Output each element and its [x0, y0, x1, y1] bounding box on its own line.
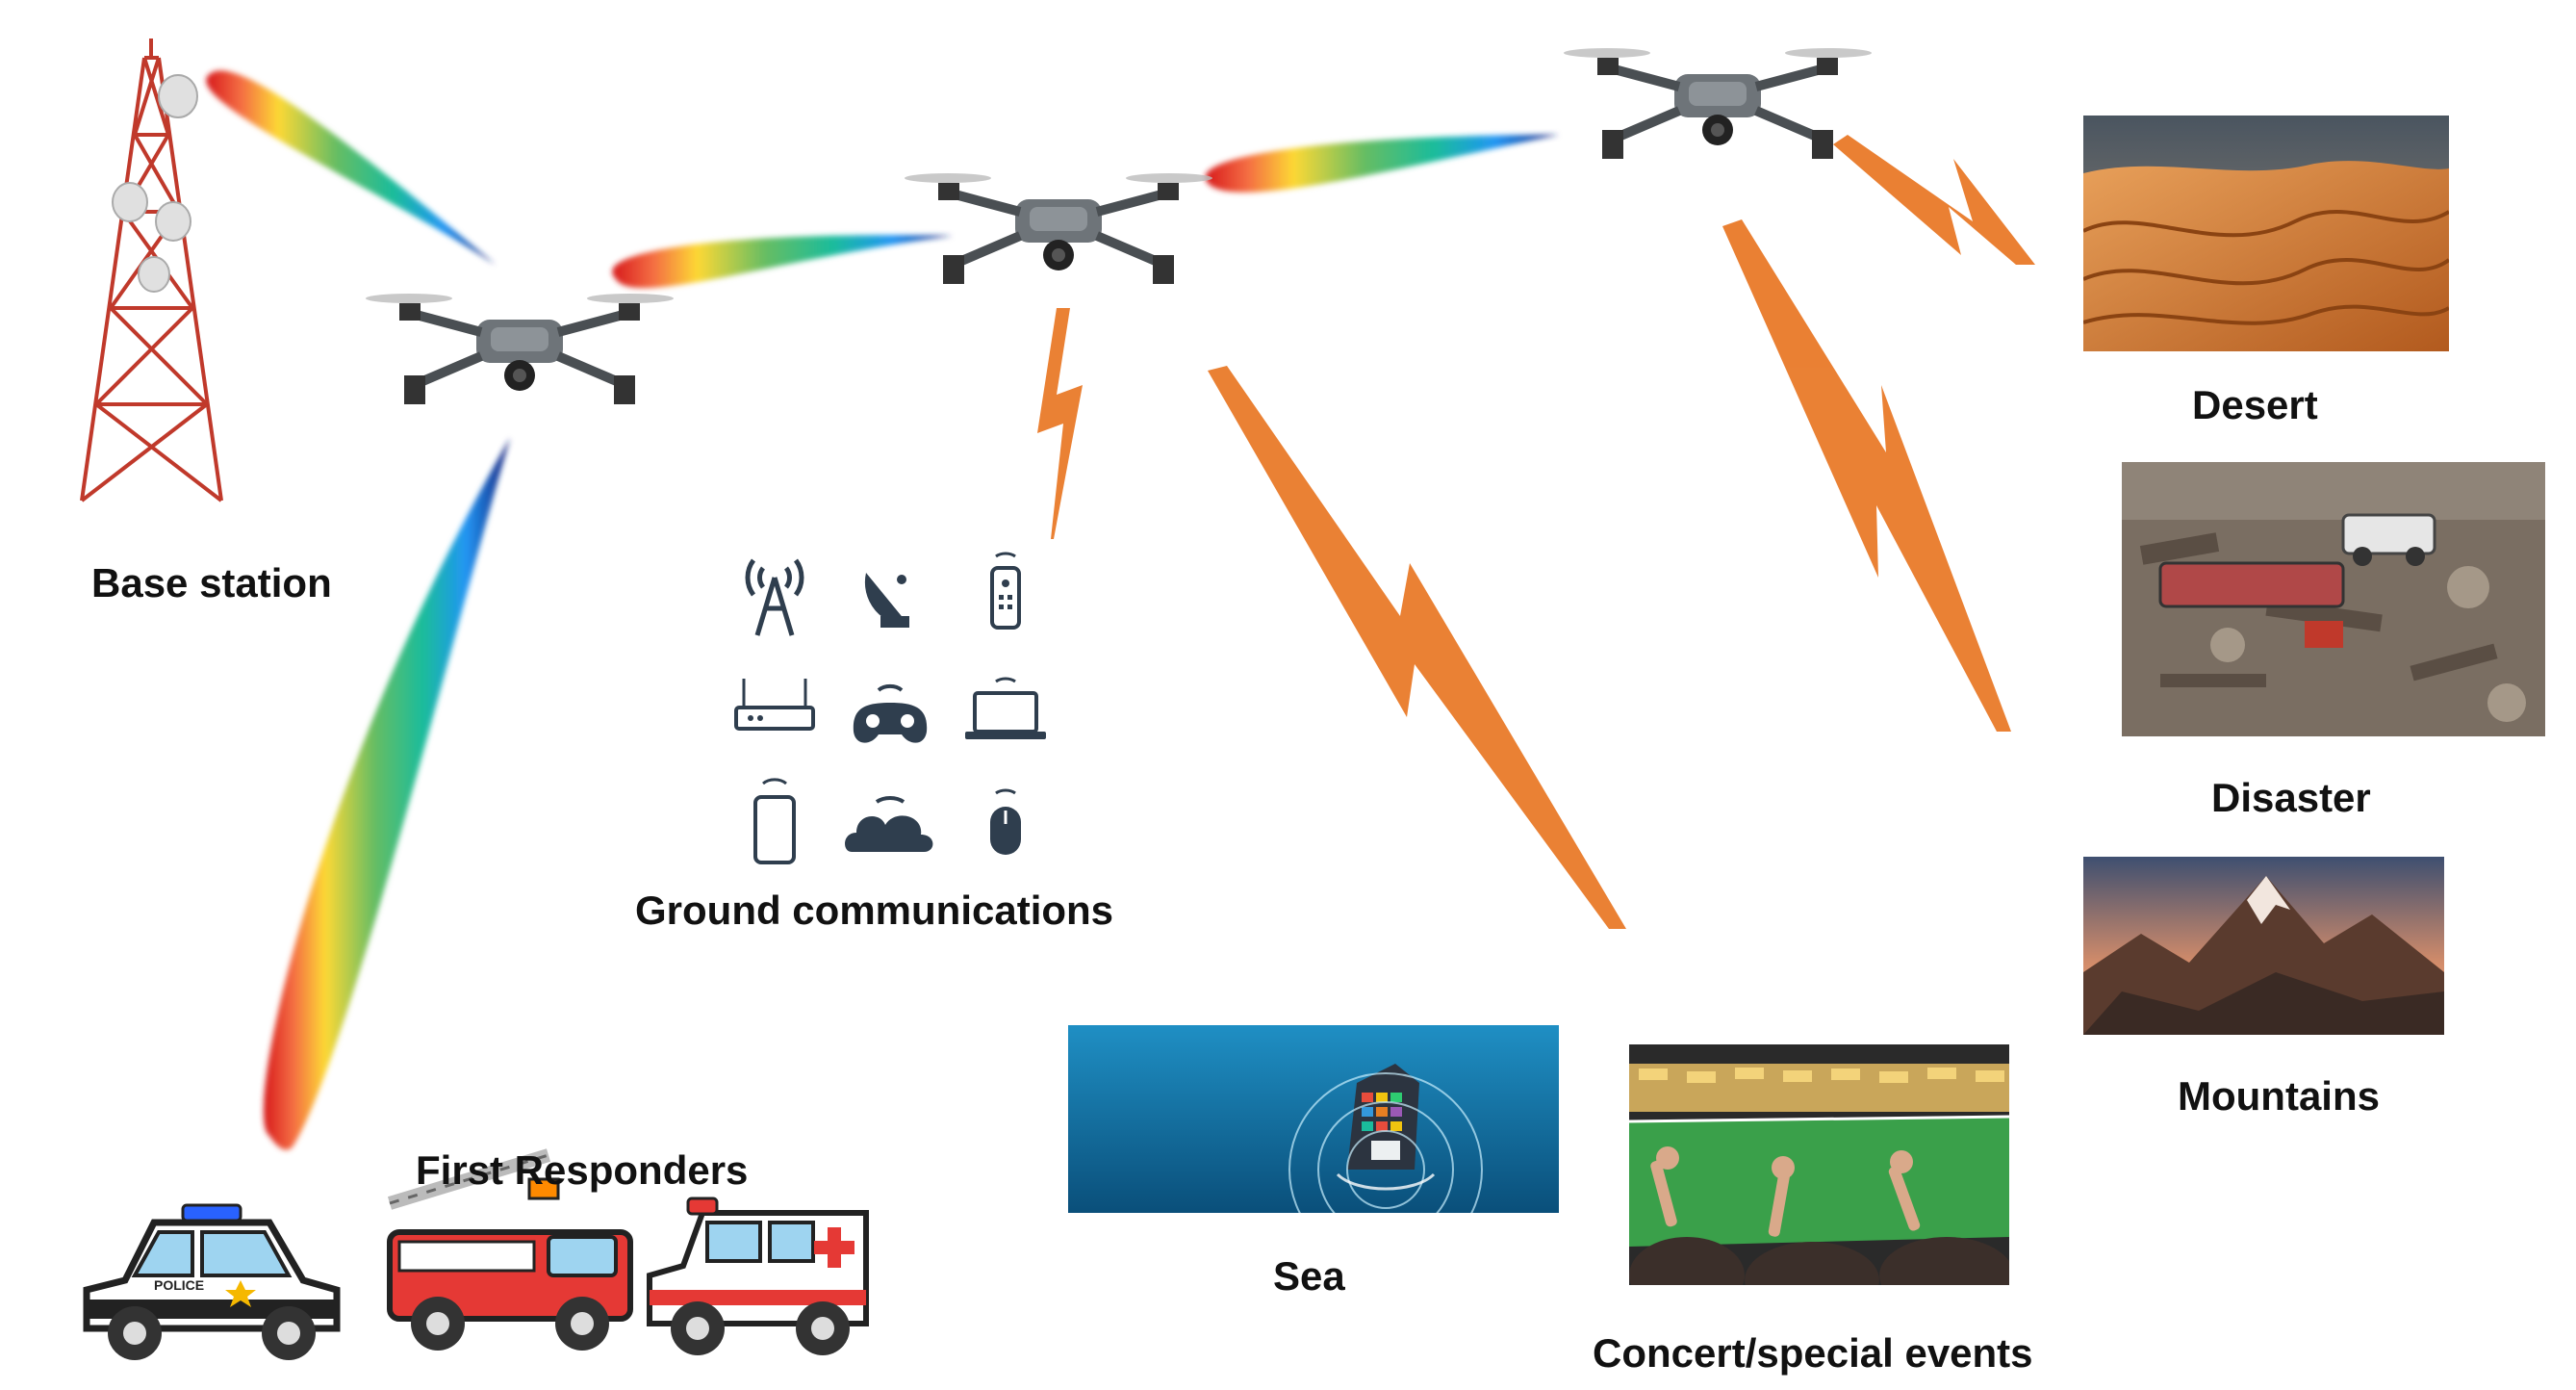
first-responders-label: First Responders [416, 1147, 749, 1193]
sea-image [1068, 1025, 1559, 1213]
fire-truck-icon [387, 1148, 633, 1351]
remote-control-icon [990, 552, 1021, 630]
desert-image [2083, 116, 2449, 351]
police-car-icon: POLICE [83, 1203, 341, 1360]
base-station-label: Base station [91, 560, 332, 605]
game-controller-icon [853, 683, 928, 743]
drone-icon [1564, 48, 1872, 159]
desert-label: Desert [2192, 382, 2318, 427]
cloud-icon [845, 796, 933, 852]
lightning-link-icons [1037, 135, 2035, 929]
sea-label: Sea [1273, 1253, 1345, 1299]
ambulance-icon [647, 1197, 869, 1355]
disaster-label: Disaster [2211, 775, 2371, 820]
beam-drone1-to-drone2 [612, 235, 953, 289]
beam-responders-to-drone1 [263, 438, 510, 1150]
antenna-dish-icon [112, 74, 198, 293]
laptop-icon [965, 677, 1046, 739]
beam-tower-to-drone1 [206, 70, 496, 265]
concert-label: Concert/special events [1593, 1330, 2033, 1376]
mountains-image [2083, 857, 2444, 1035]
drone-icon [366, 294, 674, 404]
tower-icon [745, 558, 804, 636]
ground-communications-label: Ground communications [635, 888, 1114, 933]
router-icon [734, 679, 815, 731]
concert-image [1629, 1044, 2009, 1285]
satellite-dish-icon [864, 573, 909, 628]
beam-drone2-to-drone3 [1205, 135, 1559, 193]
smartphone-icon [753, 778, 796, 864]
police-text: POLICE [154, 1277, 204, 1293]
drone-icon [905, 173, 1212, 284]
mountains-label: Mountains [2178, 1073, 2380, 1119]
disaster-image [2122, 462, 2545, 736]
mouse-icon [990, 788, 1021, 855]
